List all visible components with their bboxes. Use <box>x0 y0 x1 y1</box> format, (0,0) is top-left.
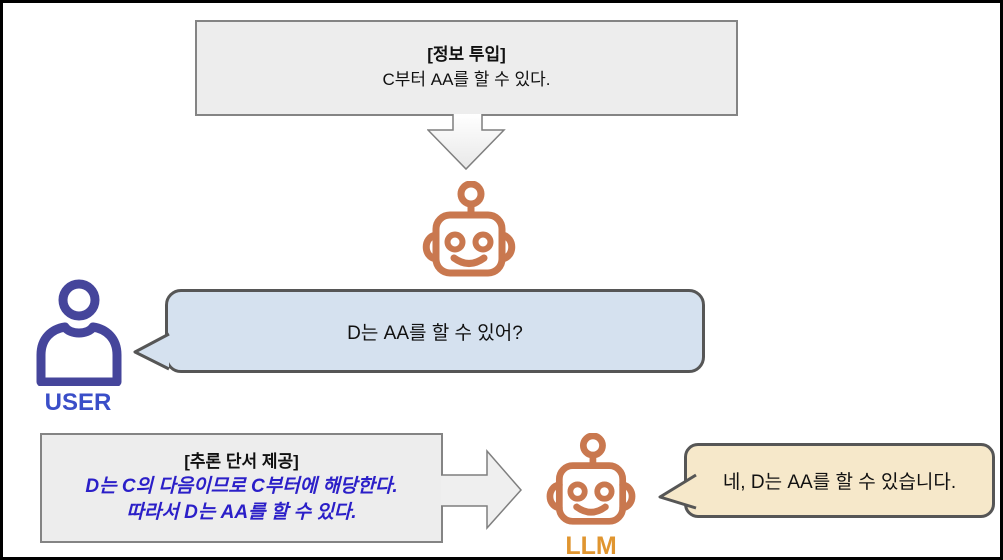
reasoning-clue-box: [추론 단서 제공] D는 C의 다음이므로 C부터에 해당한다. 따라서 D는… <box>40 433 443 543</box>
llm-bubble-tail <box>658 473 697 510</box>
down-arrow-icon <box>427 114 506 171</box>
info-box-body: C부터 AA를 할 수 있다. <box>382 70 551 89</box>
llm-label: LLM <box>565 532 617 560</box>
llm-speech-text: 네, D는 AA를 할 수 있습니다. <box>722 472 957 493</box>
robot-icon <box>422 181 516 277</box>
info-input-box: [정보 투입] C부터 AA를 할 수 있다. <box>195 20 738 116</box>
right-arrow-icon <box>441 448 523 530</box>
robot-icon <box>546 433 636 525</box>
clue-box-line2: 따라서 D는 AA를 할 수 있다. <box>126 502 357 523</box>
clue-box-line1: D는 C의 다음이므로 C부터에 해당한다. <box>85 476 398 497</box>
user-speech-bubble: D는 AA를 할 수 있어? <box>165 289 705 373</box>
user-bubble-tail <box>133 332 170 371</box>
user-speech-text: D는 AA를 할 수 있어? <box>347 322 523 344</box>
clue-box-title: [추론 단서 제공] <box>184 452 299 471</box>
info-box-title: [정보 투입] <box>427 45 506 64</box>
llm-speech-bubble: 네, D는 AA를 할 수 있습니다. <box>684 443 995 518</box>
user-person-icon <box>36 279 122 386</box>
user-label: USER <box>44 389 112 416</box>
